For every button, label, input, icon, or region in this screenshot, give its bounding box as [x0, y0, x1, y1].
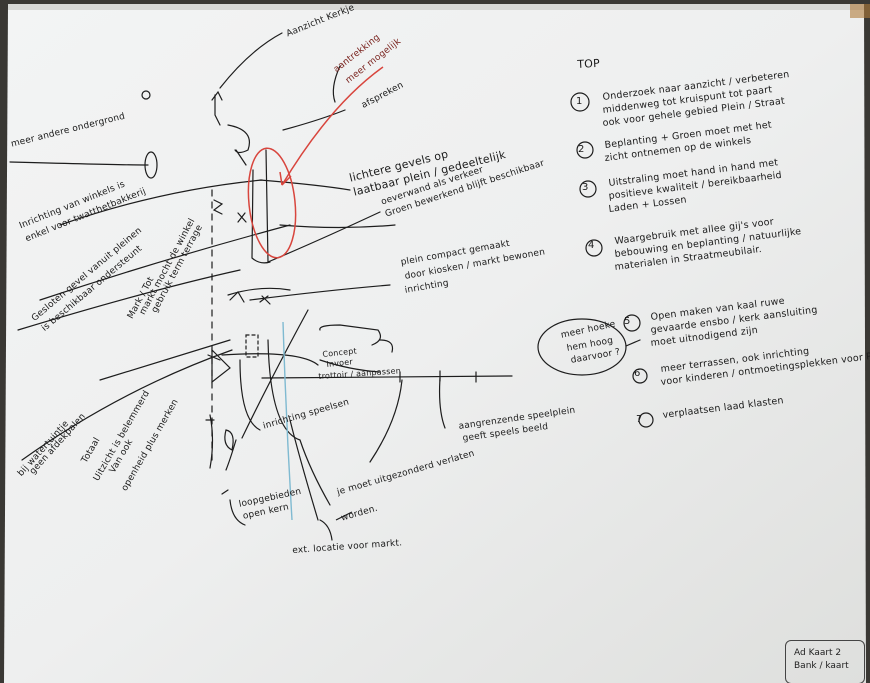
- stamp-line-1: Ad Kaart 2: [794, 648, 842, 658]
- top-item-number: 3: [582, 182, 589, 193]
- stamp-line-2: Bank / kaart: [794, 661, 849, 671]
- stamp-label: Ad Kaart 2 Bank / kaart: [785, 640, 865, 683]
- top-item-number: 4: [588, 240, 595, 251]
- top-item-number: 6: [634, 368, 641, 379]
- top-item-number: 1: [576, 96, 583, 107]
- top-item-number: 2: [578, 144, 585, 155]
- top-item-number: 7: [636, 414, 643, 425]
- top-title: TOP: [577, 56, 601, 71]
- top-item-number: 5: [624, 316, 631, 327]
